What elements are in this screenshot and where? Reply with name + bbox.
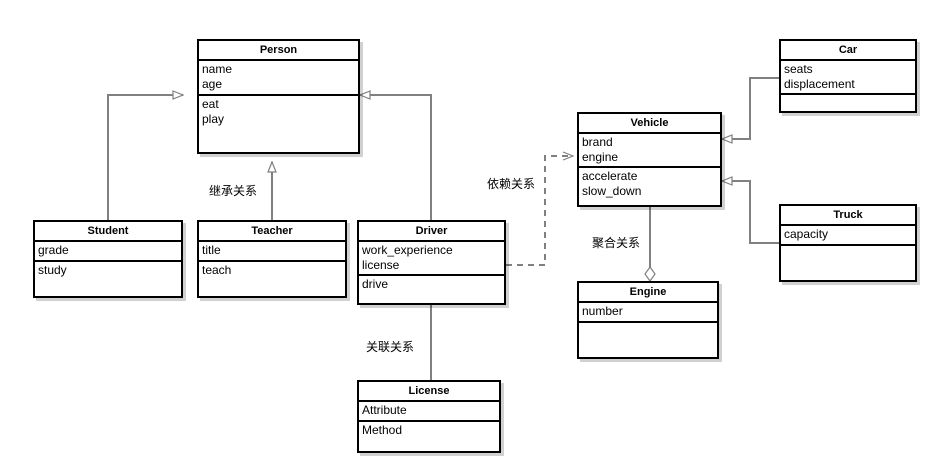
edge-label-dependency: 依赖关系 [486, 175, 537, 192]
class-attributes-teacher: title [199, 242, 345, 262]
class-box-license[interactable]: License Attribute Method [357, 380, 501, 453]
class-box-driver[interactable]: Driver work_experience license drive [357, 220, 506, 305]
class-box-car[interactable]: Car seats displacement [779, 39, 917, 113]
class-attribute: grade [38, 243, 69, 257]
class-attribute: Attribute [362, 403, 407, 417]
class-title-student: Student [35, 222, 181, 242]
class-box-engine[interactable]: Engine number [577, 281, 719, 359]
class-method: Method [362, 423, 403, 437]
edge-label-association: 关联关系 [365, 338, 416, 355]
class-methods-car [781, 95, 915, 113]
class-title-engine: Engine [579, 283, 717, 303]
class-method: drive [362, 277, 389, 291]
class-title-driver: Driver [359, 222, 504, 242]
edge-truck-to-vehicle [722, 181, 779, 244]
class-title-teacher: Teacher [199, 222, 345, 242]
edge-student-to-person [107, 95, 183, 220]
edge-label-inheritance: 继承关系 [208, 182, 259, 199]
class-method: play [202, 112, 225, 126]
edge-label-aggregation: 聚合关系 [591, 234, 642, 251]
class-attribute: title [202, 243, 221, 257]
class-attribute: work_experience [362, 243, 453, 257]
class-title-truck: Truck [781, 206, 915, 226]
class-attributes-vehicle: brand engine [579, 134, 720, 168]
class-box-vehicle[interactable]: Vehicle brand engine accelerate slow_dow… [577, 112, 722, 207]
class-method: teach [202, 263, 232, 277]
class-attribute: number [582, 304, 623, 318]
class-method: slow_down [582, 184, 642, 198]
class-methods-driver: drive [359, 276, 504, 305]
class-methods-person: eat play [199, 96, 358, 154]
class-box-truck[interactable]: Truck capacity [779, 204, 917, 282]
class-title-car: Car [781, 41, 915, 61]
class-title-vehicle: Vehicle [579, 114, 720, 134]
class-method: study [38, 263, 67, 277]
class-box-person[interactable]: Person name age eat play [197, 39, 360, 154]
class-methods-student: study [35, 262, 181, 298]
class-attributes-student: grade [35, 242, 181, 262]
class-attributes-driver: work_experience license [359, 242, 504, 276]
class-attribute: seats [784, 62, 813, 76]
class-attribute: license [362, 258, 400, 272]
class-methods-engine [579, 323, 717, 359]
class-attributes-truck: capacity [781, 226, 915, 246]
class-attribute: name [202, 62, 233, 76]
edge-car-to-vehicle [722, 77, 779, 139]
class-attributes-engine: number [579, 303, 717, 323]
class-attributes-car: seats displacement [781, 61, 915, 95]
class-attributes-person: name age [199, 61, 358, 96]
class-attribute: displacement [784, 77, 855, 91]
class-method: accelerate [582, 169, 638, 183]
class-title-license: License [359, 382, 499, 402]
class-box-student[interactable]: Student grade study [33, 220, 183, 298]
class-methods-vehicle: accelerate slow_down [579, 168, 720, 207]
class-attribute: engine [582, 150, 619, 164]
class-box-teacher[interactable]: Teacher title teach [197, 220, 347, 298]
class-attribute: age [202, 77, 223, 91]
class-title-person: Person [199, 41, 358, 61]
class-attribute: capacity [784, 227, 829, 241]
class-attribute: brand [582, 135, 613, 149]
class-method: eat [202, 97, 219, 111]
class-methods-license: Method [359, 422, 499, 453]
class-methods-teacher: teach [199, 262, 345, 298]
class-methods-truck [781, 246, 915, 282]
edge-driver-to-person [360, 95, 432, 220]
edge-driver-to-vehicle-dependency [506, 156, 573, 266]
class-attributes-license: Attribute [359, 402, 499, 422]
